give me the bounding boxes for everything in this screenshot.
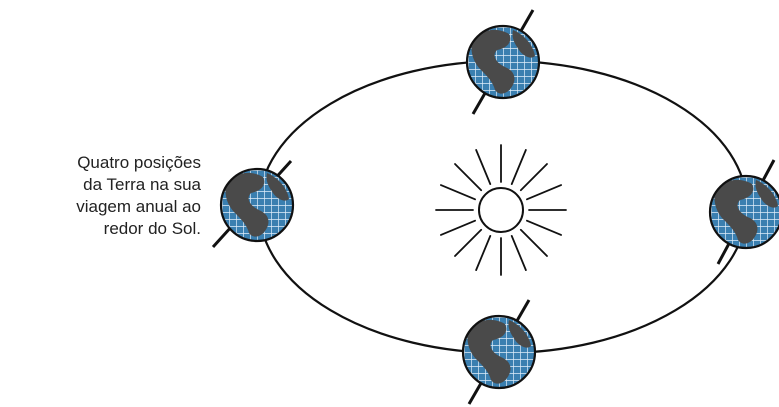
sun-icon <box>436 145 566 275</box>
caption-line: Quatro posições <box>0 152 201 174</box>
globe-icon <box>221 169 293 241</box>
globe-icon <box>467 26 539 98</box>
earth-bottom <box>463 300 535 404</box>
caption-line: redor do Sol. <box>0 218 201 240</box>
caption-line: viagem anual ao <box>0 196 201 218</box>
diagram-caption: Quatro posições da Terra na sua viagem a… <box>0 152 201 240</box>
globe-icon <box>463 316 535 388</box>
caption-line: da Terra na sua <box>0 174 201 196</box>
earth-top <box>467 10 539 114</box>
earth-right <box>710 160 779 264</box>
earth-left <box>213 161 293 247</box>
globe-icon <box>710 176 779 248</box>
